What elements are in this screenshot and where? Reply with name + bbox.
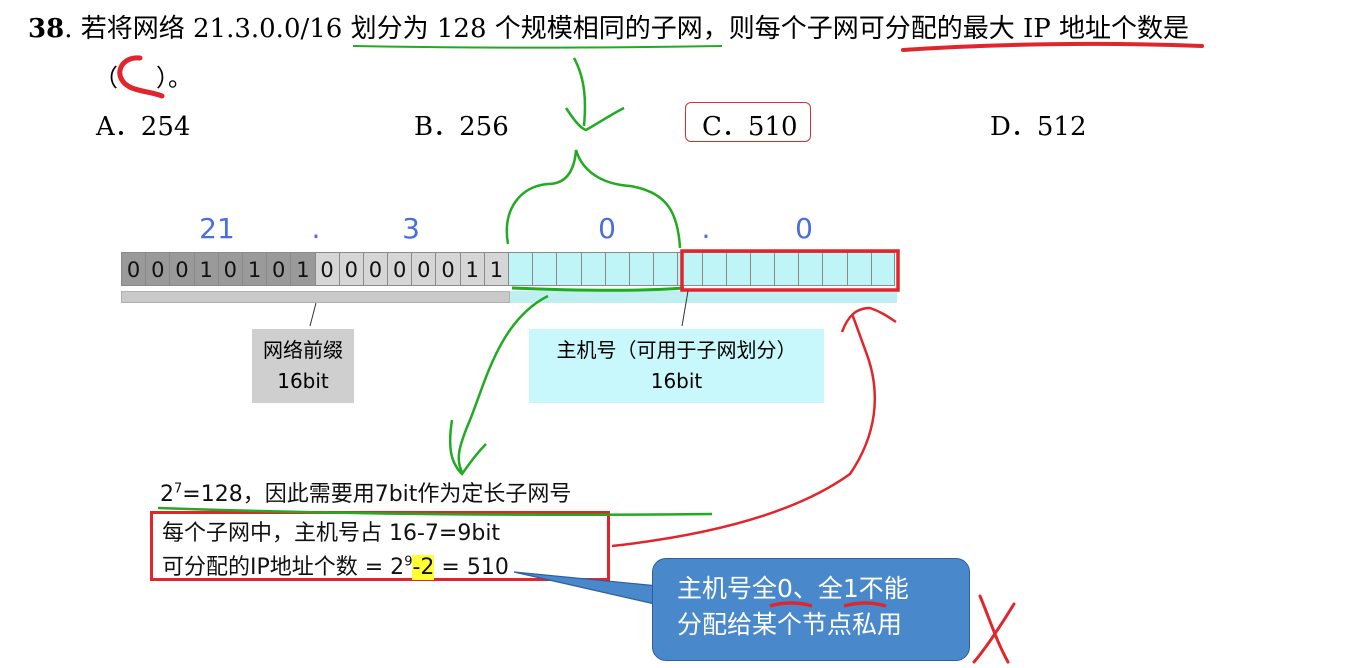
network-bit-cell: 0 [435,252,460,286]
octet-dot-1: . [311,212,321,245]
network-bit-cell: 0 [362,252,388,286]
octet-4: 0 [795,212,813,245]
network-prefix-label: 网络前缀 [263,338,343,362]
network-bit-cell: 0 [217,252,242,286]
host-bit-cell [580,252,605,286]
host-bit-cell [556,252,581,286]
option-c-highlight-box [685,102,811,142]
host-bit-cell [532,252,557,286]
question-number: 38 [28,14,65,44]
option-c[interactable]: C．510 [702,112,798,142]
note-line-1: 27=128，因此需要用7bit作为定长子网号 [160,481,572,507]
callout-bubble: 主机号全0、全1不能 分配给某个节点私用 [652,558,970,661]
host-bit-cell [628,252,654,286]
note-line-2: 每个子网中，主机号占 16-7=9bit [162,521,501,546]
host-bar [510,291,897,303]
network-bit-cell: 0 [266,252,291,286]
note-line-3: 可分配的IP地址个数 = 29-2 = 510 [162,554,509,580]
network-bit-cell: 0 [314,252,339,286]
option-d[interactable]: D．512 [990,112,1087,142]
question-stem: 38. 若将网络 21.3.0.0/16 划分为 128 个规模相同的子网，则每… [28,8,1189,45]
callout-line-1: 主机号全0、全1不能 [677,574,909,603]
octet-dot-2: . [701,212,711,245]
network-bit-cell: 1 [459,252,484,286]
question-number-dot: . [64,14,73,44]
option-a[interactable]: A．254 [96,112,191,142]
question-text: 若将网络 21.3.0.0/16 划分为 128 个规模相同的子网，则每个子网可… [80,14,1190,44]
network-prefix-bits: 16bit [277,369,329,393]
network-bit-cell: 0 [411,252,436,286]
network-bit-cell: 1 [290,252,315,286]
octet-1: 21 [199,212,235,245]
host-bit-cell [604,252,629,286]
host-bit-cell [653,252,678,286]
network-bit-cell: 1 [241,252,267,286]
network-bit-cell: 0 [121,252,146,286]
callout-line-2: 分配给某个节点私用 [677,610,903,639]
network-bit-cell: 0 [338,252,363,286]
network-bit-cell: 1 [193,252,218,286]
network-bit-cell: 0 [145,252,170,286]
network-bit-cell: 1 [483,252,508,286]
highlight-minus-two: -2 [412,555,435,580]
host-bit-cell [508,252,533,286]
network-bit-cell: 0 [387,252,412,286]
network-prefix-box: 网络前缀 16bit [252,329,354,403]
network-bit-cell: 0 [169,252,194,286]
octet-2: 3 [402,212,420,245]
option-b[interactable]: B．256 [414,112,509,142]
